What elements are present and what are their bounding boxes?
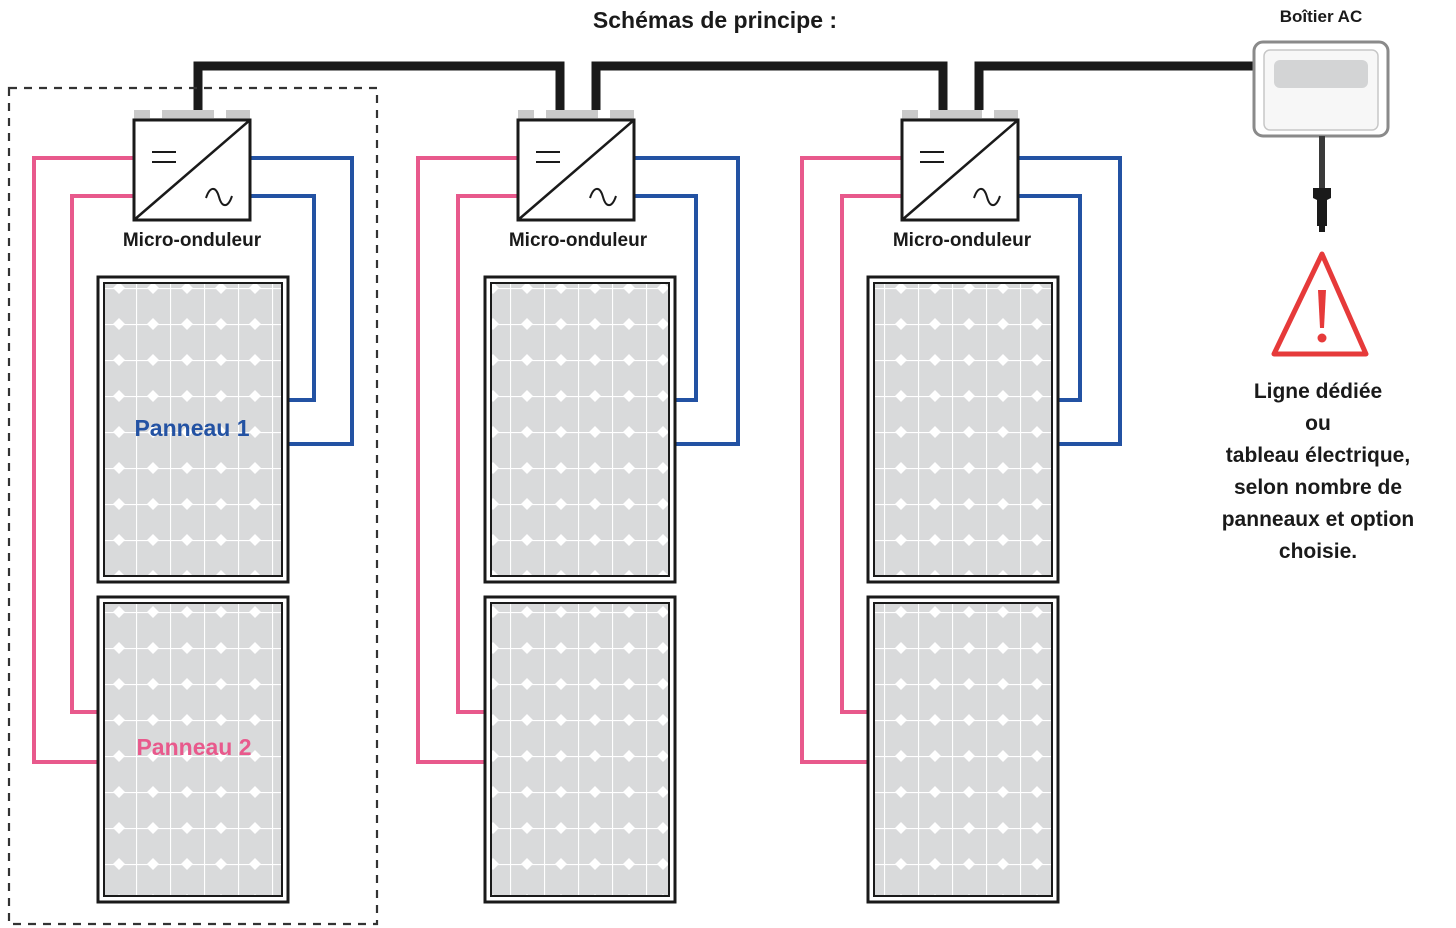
ac-box-label: Boîtier AC xyxy=(1280,7,1363,26)
dc-positive-wire xyxy=(70,194,134,714)
ac-box: Boîtier AC xyxy=(1252,7,1390,138)
dc-symbol-icon xyxy=(536,151,560,163)
solar-panel xyxy=(866,595,1060,904)
warning-line: tableau électrique, xyxy=(1226,444,1410,467)
column-3: Micro-onduleur xyxy=(800,110,1122,904)
ac-symbol-icon xyxy=(205,187,233,207)
dc-negative-wire xyxy=(1018,156,1122,446)
dc-positive-wire xyxy=(416,156,518,764)
dc-negative-wire xyxy=(634,194,698,402)
micro-inverter xyxy=(900,110,1020,222)
ac-symbol-icon xyxy=(973,187,1001,207)
warning-line: selon nombre de xyxy=(1234,476,1402,499)
solar-panel xyxy=(483,275,677,584)
warning-line: ou xyxy=(1305,412,1331,435)
micro-inverter xyxy=(516,110,636,222)
ac-symbol-icon xyxy=(589,187,617,207)
ac-cable xyxy=(193,61,1255,110)
column-1: Micro-onduleur Panneau 1 Panneau 2 xyxy=(32,110,354,904)
solar-panel xyxy=(96,275,290,584)
page-title: Schémas de principe : xyxy=(593,7,837,33)
dc-positive-wire xyxy=(456,194,518,714)
dc-negative-wire xyxy=(634,156,740,446)
solar-panel xyxy=(96,595,290,904)
plug-icon xyxy=(1313,136,1331,232)
dc-symbol-icon xyxy=(152,151,176,163)
warning-triangle-icon xyxy=(1271,251,1369,357)
dc-positive-wire xyxy=(840,194,902,714)
column-2: Micro-onduleur xyxy=(416,110,740,904)
dc-negative-wire xyxy=(250,156,354,446)
warning-line: choisie. xyxy=(1279,540,1357,563)
dc-symbol-icon xyxy=(920,151,944,163)
dc-positive-wire xyxy=(32,156,134,764)
micro-inverter-label: Micro-onduleur xyxy=(123,230,262,251)
solar-panel xyxy=(866,275,1060,584)
micro-inverter-label: Micro-onduleur xyxy=(893,230,1032,251)
warning-line: panneaux et option xyxy=(1222,508,1415,531)
dc-negative-wire xyxy=(250,194,316,402)
warning-line: Ligne dédiée xyxy=(1254,380,1382,403)
micro-inverter-label: Micro-onduleur xyxy=(509,230,648,251)
warning-text: Ligne dédiée ou tableau électrique, selo… xyxy=(1222,380,1415,563)
panel-2-label: Panneau 2 xyxy=(136,734,251,760)
panel-1-label: Panneau 1 xyxy=(134,415,249,441)
micro-inverter xyxy=(132,110,252,222)
group-outline xyxy=(7,86,379,926)
dc-negative-wire xyxy=(1018,194,1082,402)
dc-positive-wire xyxy=(800,156,902,764)
solar-panel xyxy=(483,595,677,904)
